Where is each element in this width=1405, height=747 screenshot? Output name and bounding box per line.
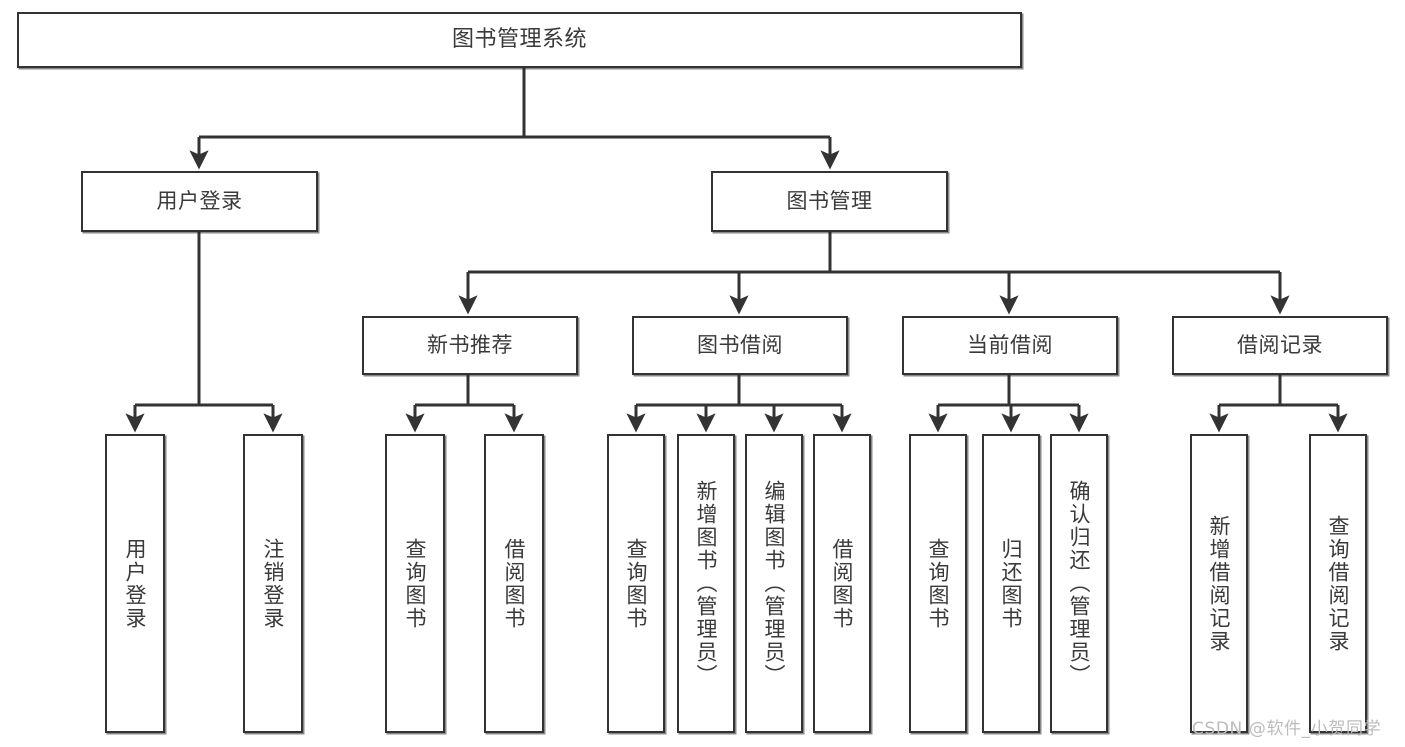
node-label: 注销登录 [261,537,286,630]
node-label: 查询图书 [624,537,649,630]
node-label: 图书管理 [786,189,873,214]
node-book-borrow[interactable]: 图书借阅 [632,316,848,375]
node-leaf-user-login[interactable]: 用户登录 [105,434,165,733]
node-label: 借阅图书 [830,537,855,630]
node-label: 新增图书（管理员） [694,480,719,687]
node-label: 编辑图书（管理员） [762,480,787,687]
node-leaf-query-book-current[interactable]: 查询图书 [909,434,967,733]
node-leaf-borrow-book-recommend[interactable]: 借阅图书 [484,434,544,733]
node-label: 新增借阅记录 [1207,514,1232,653]
node-label: 用户登录 [156,189,243,214]
node-label: 借阅图书 [502,537,527,630]
node-label: 用户登录 [123,537,148,630]
node-leaf-borrow-book[interactable]: 借阅图书 [813,434,871,733]
node-leaf-confirm-return-admin[interactable]: 确认归还（管理员） [1050,434,1108,733]
node-leaf-query-book-recommend[interactable]: 查询图书 [385,434,445,733]
node-borrow-record[interactable]: 借阅记录 [1172,316,1388,375]
node-leaf-edit-book-admin[interactable]: 编辑图书（管理员） [745,434,803,733]
node-label: 确认归还（管理员） [1067,480,1092,687]
node-current-borrow[interactable]: 当前借阅 [902,316,1118,375]
node-root-system[interactable]: 图书管理系统 [17,12,1022,68]
node-leaf-query-book-borrow[interactable]: 查询图书 [607,434,665,733]
node-book-manage[interactable]: 图书管理 [711,171,948,232]
node-label: 当前借阅 [967,333,1053,358]
node-leaf-add-borrow-record[interactable]: 新增借阅记录 [1190,434,1248,733]
node-new-book-recommend[interactable]: 新书推荐 [362,316,578,375]
node-leaf-return-book[interactable]: 归还图书 [982,434,1040,733]
node-label: 新书推荐 [427,333,513,358]
node-label: 图书管理系统 [451,27,587,53]
node-label: 图书借阅 [697,333,783,358]
node-leaf-logout-login[interactable]: 注销登录 [243,434,303,733]
node-leaf-add-book-admin[interactable]: 新增图书（管理员） [677,434,735,733]
node-label: 查询图书 [403,537,428,630]
node-label: 查询借阅记录 [1326,514,1351,653]
node-label: 归还图书 [999,537,1024,630]
node-label: 查询图书 [926,537,951,630]
csdn-watermark: CSDN @软件_小贺同学 [1192,719,1382,739]
node-user-login[interactable]: 用户登录 [81,171,318,232]
node-leaf-query-borrow-record[interactable]: 查询借阅记录 [1309,434,1367,733]
node-label: 借阅记录 [1237,333,1323,358]
